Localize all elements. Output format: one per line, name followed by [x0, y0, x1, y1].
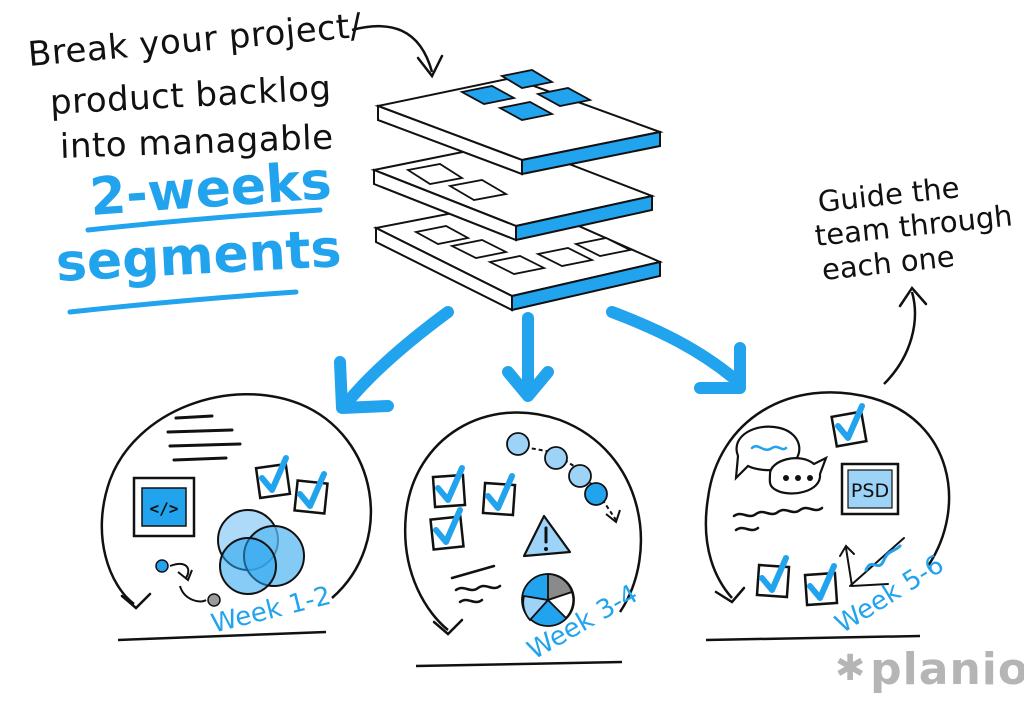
arrow-head-week-1-2: [334, 356, 394, 414]
checkbox-checked-icon: [830, 403, 868, 448]
distribution-arrows: [334, 306, 746, 414]
segment-week-3-4: [403, 411, 643, 668]
headline-emphasis: 2-weeks: [87, 151, 334, 228]
backlog-stack: [370, 69, 664, 312]
axis-chart-icon: [839, 537, 905, 588]
checkbox-checked-icon: [803, 563, 839, 607]
emphasis-underlines: [67, 207, 323, 315]
psd-file-icon: PSD: [840, 462, 900, 516]
checkbox-checked-icon: [293, 471, 329, 515]
chat-bubbles-icon: [734, 425, 829, 495]
logo-wordmark: planio: [870, 644, 1024, 695]
checkbox-checked-icon: [431, 465, 467, 509]
checkbox-checked-icon: [429, 507, 465, 551]
scribble-text-icon: [450, 564, 502, 604]
svg-text:PSD: PSD: [851, 480, 889, 502]
segment-week-5-6: PSD: [704, 391, 951, 642]
backlog-layer-top: [374, 69, 664, 176]
text-lines-icon: [166, 414, 242, 462]
planio-logo: ✱planio: [835, 648, 1024, 692]
pointer-arrow-to-week-5-6: [883, 285, 928, 385]
backlog-layer-middle: [370, 140, 656, 242]
logo-star-icon: ✱: [835, 648, 867, 689]
scribble-text-icon: [732, 506, 824, 532]
svg-text:</>: </>: [150, 499, 179, 518]
pointer-arrow-to-stack: [351, 24, 444, 79]
headline-emphasis: segments: [54, 219, 343, 294]
timeline-icon: [506, 432, 621, 524]
arrow-to-week-1-2: [340, 306, 454, 410]
code-window-icon: </>: [132, 476, 196, 538]
pie-chart-icon: [521, 573, 575, 627]
flow-icon: [155, 559, 221, 607]
warning-icon: [522, 514, 572, 558]
segment-week-1-2: </>: [100, 392, 373, 642]
arrow-head-week-5-6: [694, 342, 746, 394]
arrow-head-week-3-4: [502, 366, 554, 402]
venn-diagram-icon: [217, 509, 305, 595]
checkbox-checked-icon: [755, 555, 791, 599]
checkbox-checked-icon: [254, 455, 292, 500]
checkbox-checked-icon: [481, 473, 517, 517]
arrow-to-week-5-6: [606, 306, 742, 386]
